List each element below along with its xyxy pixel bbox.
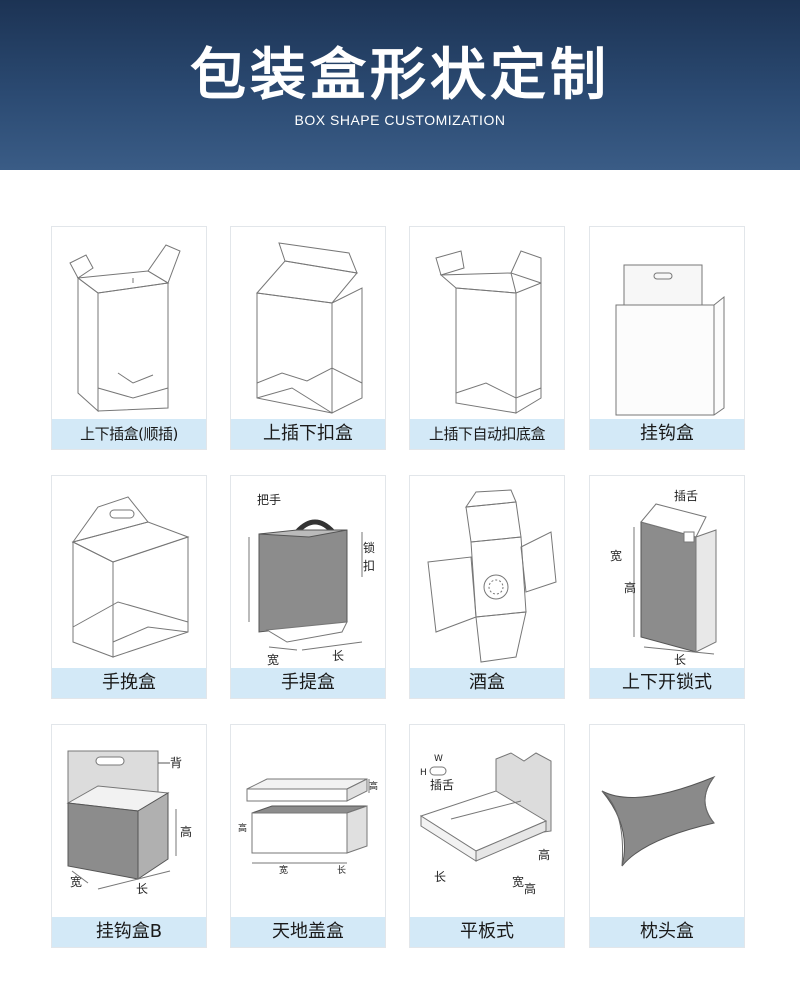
lock-box-icon: 插舌 宽 高 长 <box>596 482 738 668</box>
box-label: 手挽盒 <box>52 668 206 698</box>
box-card-lock[interactable]: 插舌 宽 高 长 上下开锁式 <box>589 475 745 699</box>
ann-width: 宽 <box>610 548 622 563</box>
ann-w: W <box>434 754 443 764</box>
box-label: 挂钩盒 <box>590 419 744 449</box>
wine-box-icon <box>416 482 558 668</box>
header-banner: 包装盒形状定制 BOX SHAPE CUSTOMIZATION <box>0 0 800 170</box>
page-title: 包装盒形状定制 <box>190 43 610 108</box>
box-label: 手提盒 <box>231 668 385 698</box>
box-card-hanger[interactable]: 挂钩盒 <box>589 226 745 450</box>
ann-length: 长 <box>136 882 148 896</box>
hanger-box-icon <box>596 233 738 419</box>
tuck-top-snap-bottom-box-icon <box>237 233 379 419</box>
page-subtitle: BOX SHAPE CUSTOMIZATION <box>294 112 506 128</box>
box-label: 上插下自动扣底盒 <box>410 419 564 449</box>
box-label: 上插下扣盒 <box>231 419 385 449</box>
ann-width: 宽 <box>279 864 288 876</box>
box-label: 上下插盒(顺插) <box>52 419 206 449</box>
box-card-tuck-top-snap-bottom[interactable]: 上插下扣盒 <box>230 226 386 450</box>
ann-width: 宽 <box>267 652 279 667</box>
ann-length: 长 <box>337 864 346 876</box>
ann-h: H <box>420 768 427 778</box>
box-label: 挂钩盒B <box>52 917 206 947</box>
ann-height: 高 <box>624 580 636 595</box>
gable-handle-box-icon <box>58 482 200 668</box>
ann-tongue: 插舌 <box>674 489 698 503</box>
box-card-lid-base[interactable]: 高 高 宽 长 天地盖盒 <box>230 724 386 948</box>
auto-lock-bottom-box-icon <box>416 233 558 419</box>
lid-base-box-icon: 高 高 宽 长 <box>237 731 379 917</box>
ann-height-2: 高 <box>524 881 536 896</box>
ann-width: 宽 <box>512 874 524 889</box>
ann-lock: 锁 <box>363 540 375 555</box>
ann-length: 长 <box>332 649 344 663</box>
box-card-gable-handle[interactable]: 手挽盒 <box>51 475 207 699</box>
ann-length: 长 <box>674 653 686 667</box>
box-card-auto-lock-bottom[interactable]: 上插下自动扣底盒 <box>409 226 565 450</box>
box-card-tuck-end[interactable]: 上下插盒(顺插) <box>51 226 207 450</box>
box-card-wine[interactable]: 酒盒 <box>409 475 565 699</box>
tuck-end-box-icon <box>58 233 200 419</box>
ann-height-1: 高 <box>538 847 550 862</box>
ann-width: 宽 <box>70 874 82 889</box>
box-label: 平板式 <box>410 917 564 947</box>
box-card-flat-mailer[interactable]: W H 插舌 高 长 宽 高 平板式 <box>409 724 565 948</box>
flat-mailer-box-icon: W H 插舌 高 长 宽 高 <box>416 731 558 917</box>
ann-lid-height: 高 <box>369 780 378 792</box>
pillow-box-icon <box>596 731 738 917</box>
ann-base-height: 高 <box>238 822 247 834</box>
box-label: 酒盒 <box>410 668 564 698</box>
box-label: 枕头盒 <box>590 917 744 947</box>
box-card-carry-handle[interactable]: 把手 锁 扣 宽 长 手提盒 <box>230 475 386 699</box>
ann-tongue: 插舌 <box>430 778 454 792</box>
box-card-hanger-b[interactable]: 背 高 宽 长 挂钩盒B <box>51 724 207 948</box>
carry-handle-box-icon: 把手 锁 扣 宽 长 <box>237 482 379 668</box>
box-label: 上下开锁式 <box>590 668 744 698</box>
box-label: 天地盖盒 <box>231 917 385 947</box>
ann-buckle: 扣 <box>363 559 375 573</box>
box-card-pillow[interactable]: 枕头盒 <box>589 724 745 948</box>
ann-handle: 把手 <box>257 493 281 507</box>
hanger-box-b-icon: 背 高 宽 长 <box>58 731 200 917</box>
ann-length: 长 <box>434 870 446 884</box>
ann-height: 高 <box>180 824 192 839</box>
ann-back: 背 <box>170 756 182 770</box>
